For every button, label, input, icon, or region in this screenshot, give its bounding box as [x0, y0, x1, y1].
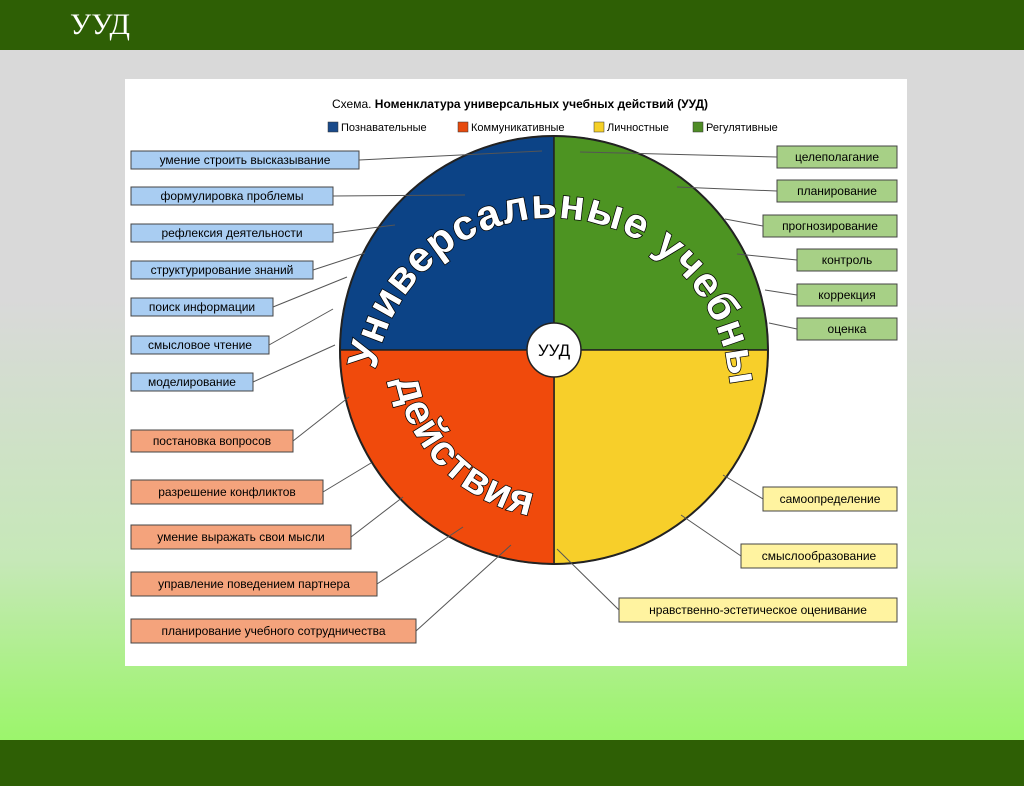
legend-label-3: Регулятивные	[706, 122, 778, 134]
box-communicative-1-connector	[322, 462, 372, 493]
box-regulative-0-label: целеполагание	[795, 150, 879, 164]
box-communicative-4-label: планирование учебного сотрудничества	[161, 624, 385, 638]
box-personal-0-rect	[762, 486, 898, 512]
box-regulative-5: оценка	[768, 317, 898, 341]
box-communicative-4: планирование учебного сотрудничества	[130, 544, 512, 644]
box-cognitive-3-label: структурирование знаний	[151, 263, 294, 277]
box-communicative-2: умение выражать свои мысли	[130, 496, 404, 550]
box-cognitive-5: смысловое чтение	[130, 308, 334, 355]
box-cognitive-6: моделирование	[130, 344, 336, 392]
box-regulative-2-label: прогнозирование	[782, 219, 878, 233]
box-cognitive-4-label: поиск информации	[149, 300, 255, 314]
box-cognitive-3-connector	[312, 252, 366, 271]
center-circle	[526, 322, 582, 378]
slide-title: УУД	[70, 8, 130, 41]
box-personal-2: нравственно-эстетическое оценивание	[556, 548, 898, 623]
box-personal-0-connector	[722, 474, 764, 500]
uud-diagram: Схема. Номенклатура универсальных учебны…	[125, 79, 898, 644]
legend-label-1: Коммуникативные	[471, 122, 565, 134]
box-cognitive-1: формулировка проблемы	[130, 186, 466, 206]
box-regulative-1-label: планирование	[797, 184, 877, 198]
box-communicative-0: постановка вопросов	[130, 396, 350, 453]
box-communicative-4-rect	[130, 618, 417, 644]
box-regulative-4: коррекция	[764, 283, 898, 307]
box-cognitive-1-label: формулировка проблемы	[160, 189, 303, 203]
box-cognitive-5-connector	[268, 308, 334, 346]
legend-label-0: Познавательные	[341, 122, 427, 134]
circle-outline	[339, 135, 769, 565]
box-communicative-3: управление поведением партнера	[130, 526, 464, 597]
box-regulative-0: целеполагание	[579, 145, 898, 169]
box-communicative-0-connector	[292, 396, 350, 442]
box-communicative-1-label: разрешение конфликтов	[158, 485, 296, 499]
box-cognitive-6-label: моделирование	[148, 375, 236, 389]
box-cognitive-0-connector	[358, 150, 543, 161]
box-communicative-1-rect	[130, 479, 324, 505]
box-cognitive-1-connector	[332, 194, 466, 197]
box-regulative-4-label: коррекция	[818, 288, 875, 302]
top-bar	[0, 0, 1024, 50]
box-communicative-3-label: управление поведением партнера	[158, 577, 350, 591]
box-cognitive-4-connector	[272, 276, 348, 308]
box-regulative-3-connector	[736, 253, 798, 261]
box-cognitive-4: поиск информации	[130, 276, 348, 317]
box-communicative-0-label: постановка вопросов	[153, 434, 271, 448]
box-cognitive-2-connector	[332, 224, 396, 234]
box-communicative-1: разрешение конфликтов	[130, 462, 372, 505]
box-personal-0: самоопределение	[722, 474, 898, 512]
legend-swatch-0	[327, 121, 339, 133]
box-regulative-2: прогнозирование	[724, 214, 898, 238]
box-communicative-3-connector	[376, 526, 464, 585]
diagram-panel: Схема. Номенклатура универсальных учебны…	[125, 79, 907, 666]
box-regulative-3-label: контроль	[822, 253, 873, 267]
box-regulative-1: планирование	[676, 179, 898, 203]
box-regulative-2-connector	[724, 218, 764, 227]
box-personal-1-rect	[740, 543, 898, 569]
bottom-bar	[0, 740, 1024, 786]
legend-swatch-2	[593, 121, 605, 133]
box-regulative-4-connector	[764, 289, 798, 296]
legend-label-2: Личностные	[607, 122, 669, 134]
box-cognitive-2: рефлексия деятельности	[130, 223, 396, 243]
box-personal-1-connector	[680, 514, 742, 557]
box-cognitive-3: структурирование знаний	[130, 252, 366, 280]
legend-swatch-1	[457, 121, 469, 133]
legend-swatch-3	[692, 121, 704, 133]
box-communicative-4-connector	[415, 544, 512, 632]
box-cognitive-5-label: смысловое чтение	[148, 338, 252, 352]
box-cognitive-6-connector	[252, 344, 336, 383]
box-personal-2-connector	[556, 548, 620, 611]
diagram-title-prefix: Схема.	[332, 97, 375, 111]
box-regulative-0-connector	[579, 151, 778, 158]
box-personal-2-label: нравственно-эстетическое оценивание	[649, 603, 867, 617]
box-communicative-2-connector	[350, 496, 404, 538]
box-personal-0-label: самоопределение	[780, 492, 881, 506]
box-personal-1-label: смыслообразование	[762, 549, 877, 563]
center-label: УУД	[538, 341, 571, 360]
diagram-title: Схема. Номенклатура универсальных учебны…	[332, 97, 708, 111]
uud-circle	[339, 135, 769, 565]
diagram-title-main: Номенклатура универсальных учебных дейст…	[375, 97, 708, 111]
box-communicative-2-label: умение выражать свои мысли	[157, 530, 325, 544]
box-cognitive-0: умение строить высказывание	[130, 150, 543, 170]
box-regulative-3: контроль	[736, 248, 898, 272]
box-regulative-5-connector	[768, 322, 798, 330]
box-personal-1: смыслообразование	[680, 514, 898, 569]
box-regulative-5-label: оценка	[828, 322, 867, 336]
box-cognitive-2-label: рефлексия деятельности	[161, 226, 302, 240]
box-cognitive-0-label: умение строить высказывание	[160, 153, 331, 167]
box-regulative-1-connector	[676, 186, 778, 192]
